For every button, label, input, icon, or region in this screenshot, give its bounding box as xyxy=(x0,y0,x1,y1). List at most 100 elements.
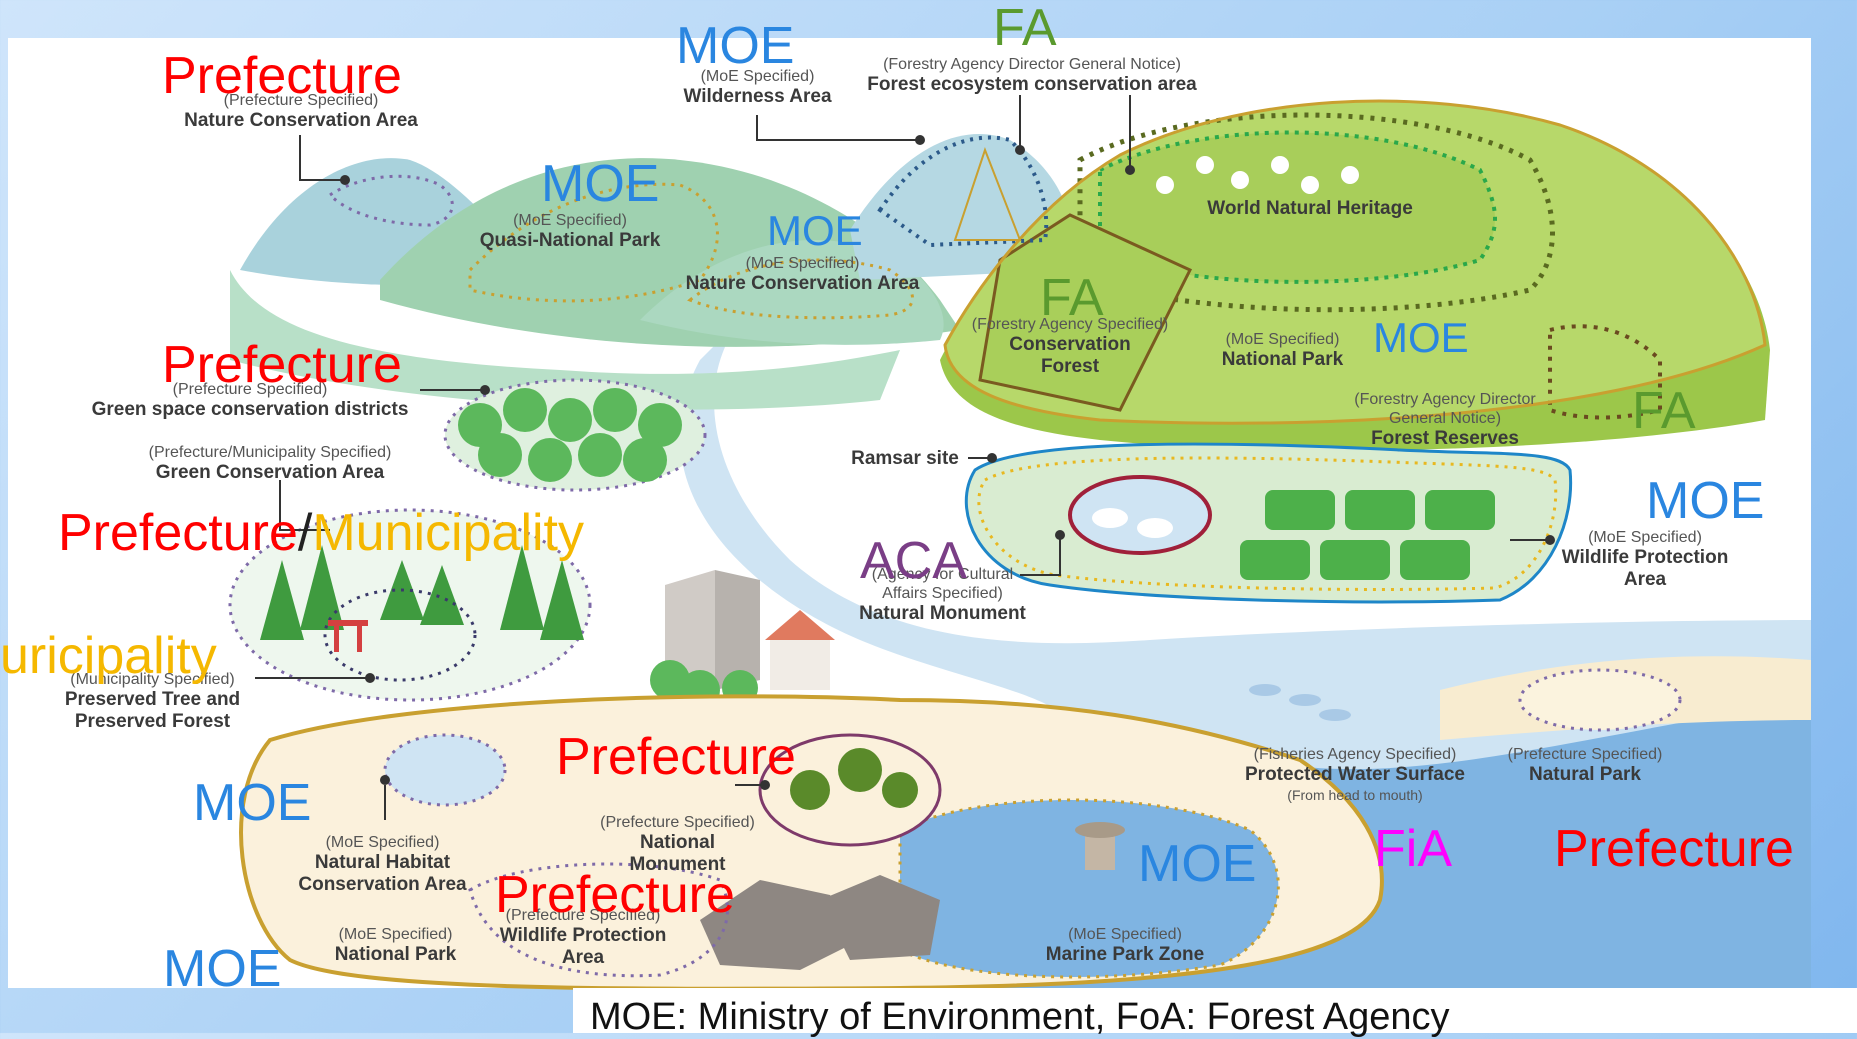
label-fa-forest-reserves: (Forestry Agency Director General Notice… xyxy=(1335,390,1555,450)
label-moe-national-park-bottom: (MoE Specified) National Park xyxy=(313,925,478,966)
label-fia-protected-water: (Fisheries Agency Specified) Protected W… xyxy=(1230,745,1480,805)
world-heritage-flowers xyxy=(1156,156,1359,194)
rocks xyxy=(700,875,940,970)
label-spec: (MoE Specified) xyxy=(1068,926,1182,943)
label-name-2: Preserved Forest xyxy=(74,711,231,732)
label-name-2: Area xyxy=(1623,569,1667,590)
label-fa-conservation-forest: (Forestry Agency Specified) Conservation… xyxy=(965,315,1175,378)
overlay-moe: MOE xyxy=(1138,835,1257,893)
label-spec: (MoE Specified) xyxy=(325,834,440,851)
label-spec: (Prefecture Specified) xyxy=(223,92,379,109)
label-name-2: Conservation Area xyxy=(298,874,467,895)
label-ramsar-site: Ramsar site xyxy=(845,448,965,470)
label-moe-marine-park: (MoE Specified) Marine Park Zone xyxy=(1030,925,1220,966)
label-name: Green Conservation Area xyxy=(155,462,385,483)
overlay-prefecture: Prefecture xyxy=(58,504,298,562)
label-name-1: Wildlife Protection xyxy=(499,925,667,946)
overlay-moe: MOE xyxy=(1646,472,1765,530)
label-name: Forest ecosystem conservation area xyxy=(867,74,1197,95)
wildlife-protection-pref-boundary xyxy=(468,862,729,978)
overlay-prefecture: Prefecture xyxy=(1554,820,1794,878)
overlay-moe: MOE xyxy=(676,17,795,75)
label-name-2: Area xyxy=(561,947,605,968)
label-spec-1: (Forestry Agency Director xyxy=(1354,391,1536,408)
swans xyxy=(1092,508,1173,538)
label-spec: (Prefecture Specified) xyxy=(505,907,661,924)
forest-reserves-boundary xyxy=(1548,324,1662,420)
label-name: Protected Water Surface xyxy=(1245,764,1465,785)
label-fa-forest-ecosystem: (Forestry Agency Director General Notice… xyxy=(862,55,1202,96)
wildlife-area-boundary xyxy=(977,456,1558,591)
label-moe-national-park-top: (MoE Specified) National Park xyxy=(1200,330,1365,371)
pine-trees xyxy=(790,748,918,810)
label-pref-nature-conservation-area: (Prefecture Specified) Nature Conservati… xyxy=(176,91,426,132)
label-name: National Park xyxy=(334,944,457,965)
overlay-fia: FiA xyxy=(1374,820,1452,878)
overlay-moe: MOE xyxy=(193,774,312,832)
label-name: Wilderness Area xyxy=(683,86,832,107)
quasi-park-boundary xyxy=(468,182,719,303)
label-spec: (Forestry Agency Specified) xyxy=(971,316,1169,333)
overlay-slash: / xyxy=(297,504,313,562)
label-name: Ramsar site xyxy=(851,448,959,469)
overlay-prefecture: Prefecture xyxy=(162,336,402,394)
overlay-fa: FA xyxy=(1040,269,1104,327)
label-moe-natural-habitat: (MoE Specified) Natural Habitat Conserva… xyxy=(285,833,480,896)
label-spec: (MoE Specified) xyxy=(745,255,860,272)
label-spec: (Fisheries Agency Specified) xyxy=(1253,746,1457,763)
overlay-prefecture: Prefecture xyxy=(495,866,735,924)
label-aca-natural-monument: (Agency for Cultural Affairs Specified) … xyxy=(850,565,1035,625)
overlay-moe: MOE xyxy=(767,207,863,254)
label-moe-wilderness-area: (MoE Specified) Wilderness Area xyxy=(670,67,845,108)
label-spec-2: Affairs Specified) xyxy=(882,585,1003,602)
footer-note-box: MOE: Ministry of Environment, FoA: Fores… xyxy=(573,988,1857,1038)
overlay-municipality: Municipality xyxy=(312,504,584,562)
label-spec-1: (Agency for Cultural xyxy=(871,566,1014,583)
label-name: Marine Park Zone xyxy=(1045,944,1205,965)
natural-habitat-boundary xyxy=(383,733,507,807)
preserved-tree-boundary xyxy=(323,588,477,682)
label-spec: (Prefecture Specified) xyxy=(1507,746,1663,763)
wilderness-inner xyxy=(953,147,1022,241)
overlay-moe: MOE xyxy=(1373,314,1469,361)
label-name-1: Natural Habitat xyxy=(314,852,451,873)
label-muni-preserved-tree: (Municipality Specified) Preserved Tree … xyxy=(45,670,260,733)
overlay-fa: FA xyxy=(1632,382,1696,440)
label-spec: (MoE Specified) xyxy=(1225,331,1340,348)
label-name: Quasi-National Park xyxy=(479,230,661,251)
label-spec: (Municipality Specified) xyxy=(70,671,235,688)
pref-nca-boundary xyxy=(327,174,454,227)
label-spec: (Prefecture Specified) xyxy=(600,814,755,831)
label-name: World Natural Heritage xyxy=(1207,198,1413,219)
pref-monument-boundary xyxy=(758,733,942,847)
marine-park xyxy=(898,798,1280,979)
label-sub: (From head to mouth) xyxy=(1287,787,1423,803)
label-spec: (MoE Specified) xyxy=(338,926,453,943)
pref-natural-park-boundary xyxy=(1518,668,1682,732)
label-name-1: National xyxy=(640,832,715,853)
label-name-1: Conservation xyxy=(1009,334,1131,355)
lighthouse xyxy=(1075,822,1125,870)
label-moe-quasi-national-park: (MoE Specified) Quasi-National Park xyxy=(470,211,670,252)
label-spec-2: General Notice) xyxy=(1388,410,1502,427)
label-moe-wildlife-protection-area: (MoE Specified) Wildlife Protection Area xyxy=(1545,528,1745,591)
leader-lines xyxy=(255,95,1550,820)
label-name-1: Wildlife Protection xyxy=(1561,547,1729,568)
label-pref-natural-park: (Prefecture Specified) Natural Park xyxy=(1490,745,1680,786)
overlay-moe: MOE xyxy=(163,940,282,998)
label-name: Nature Conservation Area xyxy=(184,110,418,131)
leader-dots xyxy=(340,135,1555,790)
label-green-conservation-area: (Prefecture/Municipality Specified) Gree… xyxy=(130,443,410,484)
overlay-prefecture: Prefecture xyxy=(162,47,402,105)
torii-gate xyxy=(328,620,368,652)
overlay-moe: MOE xyxy=(541,155,660,213)
overlay-prefecture-municipality: Prefecture/Municipality xyxy=(58,507,584,559)
label-spec: (Prefecture Specified) xyxy=(172,381,328,398)
label-spec: (MoE Specified) xyxy=(513,212,627,229)
fish xyxy=(1249,684,1351,721)
trees-top xyxy=(458,388,682,482)
label-name: National Park xyxy=(1221,349,1344,370)
label-pref-wildlife-protection: (Prefecture Specified) Wildlife Protecti… xyxy=(483,906,683,969)
overlay-aca: ACA xyxy=(860,532,967,590)
